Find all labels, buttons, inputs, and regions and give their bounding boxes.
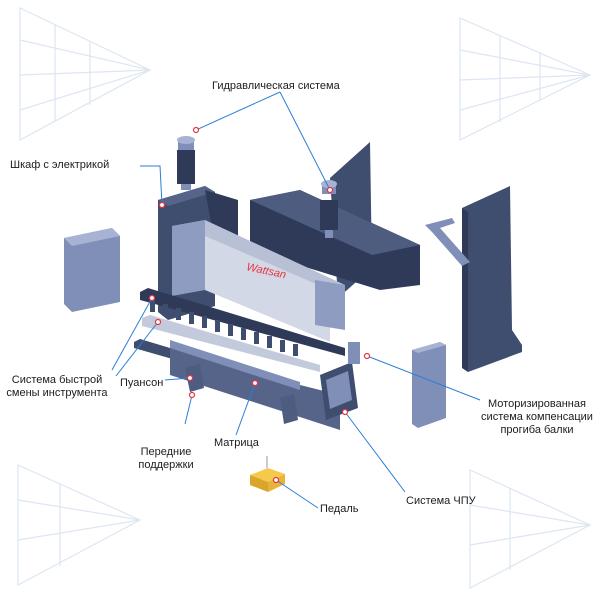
quick-clamp-strip: [140, 288, 345, 356]
label-punch: Пуансон: [120, 377, 164, 389]
front-supports: [185, 364, 298, 424]
upper-beam: [172, 220, 345, 342]
label-front-supports: Передние поддержки: [130, 446, 202, 472]
label-die: Матрица: [214, 437, 259, 449]
label-crowning-line1: Моторизированная: [488, 398, 586, 410]
label-crowning-line3: прогиба балки: [500, 424, 574, 436]
label-quick-tool-change-line1: Система быстрой: [11, 374, 103, 386]
right-side-frame: [462, 186, 522, 372]
label-electrical-cabinet: Шкаф с электрикой: [10, 159, 110, 171]
label-front-supports-line2: поддержки: [138, 459, 194, 471]
decor-triangles: [17, 7, 592, 589]
label-front-supports-line1: Передние: [140, 446, 192, 458]
label-pedal: Педаль: [320, 503, 359, 515]
label-crowning-system: Моторизированная система компенсации про…: [476, 398, 598, 437]
label-quick-tool-change: Система быстрой смены инструмента: [2, 374, 112, 400]
punch: [142, 315, 320, 372]
pedal: [250, 456, 285, 492]
callout-markers: [148, 126, 371, 484]
die: [134, 339, 340, 430]
label-hydraulic-system: Гидравлическая система: [212, 80, 340, 92]
label-quick-tool-change-line2: смены инструмента: [6, 387, 108, 399]
cnc-panel: [320, 342, 360, 420]
bracket: [425, 218, 470, 266]
leader-lines: [111, 91, 481, 509]
label-cnc-system: Система ЧПУ: [406, 495, 476, 507]
crowning-module: [412, 342, 446, 428]
label-crowning-line2: система компенсации: [481, 411, 593, 423]
left-guard-panel: [64, 228, 120, 312]
